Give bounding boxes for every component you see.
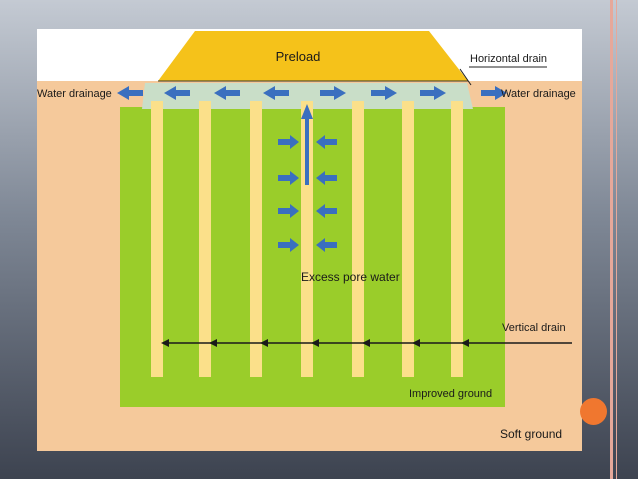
diagram-frame: Preload Horizontal drain Water drainage … <box>37 29 582 451</box>
vertical-drain <box>250 101 262 377</box>
vertical-drain-label: Vertical drain <box>502 322 566 334</box>
water-drainage-right-label: Water drainage <box>501 88 576 100</box>
left-arrow-icon <box>263 86 289 100</box>
right-arrow-icon <box>278 204 299 218</box>
left-arrow-icon <box>117 86 143 100</box>
right-arrow-icon <box>278 171 299 185</box>
vertical-drain <box>402 101 414 377</box>
left-arrow-icon <box>316 135 337 149</box>
left-arrow-icon <box>214 86 240 100</box>
right-arrow-icon <box>481 86 507 100</box>
left-arrow-icon <box>316 238 337 252</box>
horizontal-drain-leader <box>459 68 472 86</box>
left-arrowhead-icon <box>311 339 319 347</box>
preload-label: Preload <box>276 49 321 64</box>
slide-border-right-outer <box>610 0 613 479</box>
soft-ground-label: Soft ground <box>500 427 562 441</box>
vertical-drain <box>151 101 163 377</box>
right-arrow-icon <box>278 135 299 149</box>
slide-border-right-inner <box>616 0 617 479</box>
vertical-drain <box>451 101 463 377</box>
right-arrow-icon <box>320 86 346 100</box>
drainage-arrows <box>117 86 507 252</box>
vertical-drain <box>352 101 364 377</box>
vertical-drain <box>199 101 211 377</box>
right-arrow-icon <box>371 86 397 100</box>
upward-flow-shaft <box>305 117 309 185</box>
left-arrow-icon <box>316 171 337 185</box>
up-arrow-icon <box>301 104 313 119</box>
vertical-drain-diagram: Preload Horizontal drain Water drainage … <box>37 31 582 451</box>
slide-accent-dot <box>580 398 607 425</box>
left-arrowhead-icon <box>161 339 169 347</box>
vertical-drain-leader-arrowheads <box>161 339 469 347</box>
improved-ground-label: Improved ground <box>409 388 492 400</box>
vertical-drain <box>301 101 313 377</box>
horizontal-drain-label: Horizontal drain <box>470 53 547 65</box>
right-arrow-icon <box>420 86 446 100</box>
left-arrowhead-icon <box>209 339 217 347</box>
left-arrow-icon <box>164 86 190 100</box>
right-arrow-icon <box>278 238 299 252</box>
vertical-drains <box>151 101 463 377</box>
left-arrowhead-icon <box>362 339 370 347</box>
water-drainage-left-label: Water drainage <box>37 88 112 100</box>
left-arrow-icon <box>316 204 337 218</box>
left-arrowhead-icon <box>412 339 420 347</box>
excess-pore-water-label: Excess pore water <box>301 270 400 284</box>
left-arrowhead-icon <box>461 339 469 347</box>
left-arrowhead-icon <box>260 339 268 347</box>
preload-embankment <box>158 31 468 81</box>
